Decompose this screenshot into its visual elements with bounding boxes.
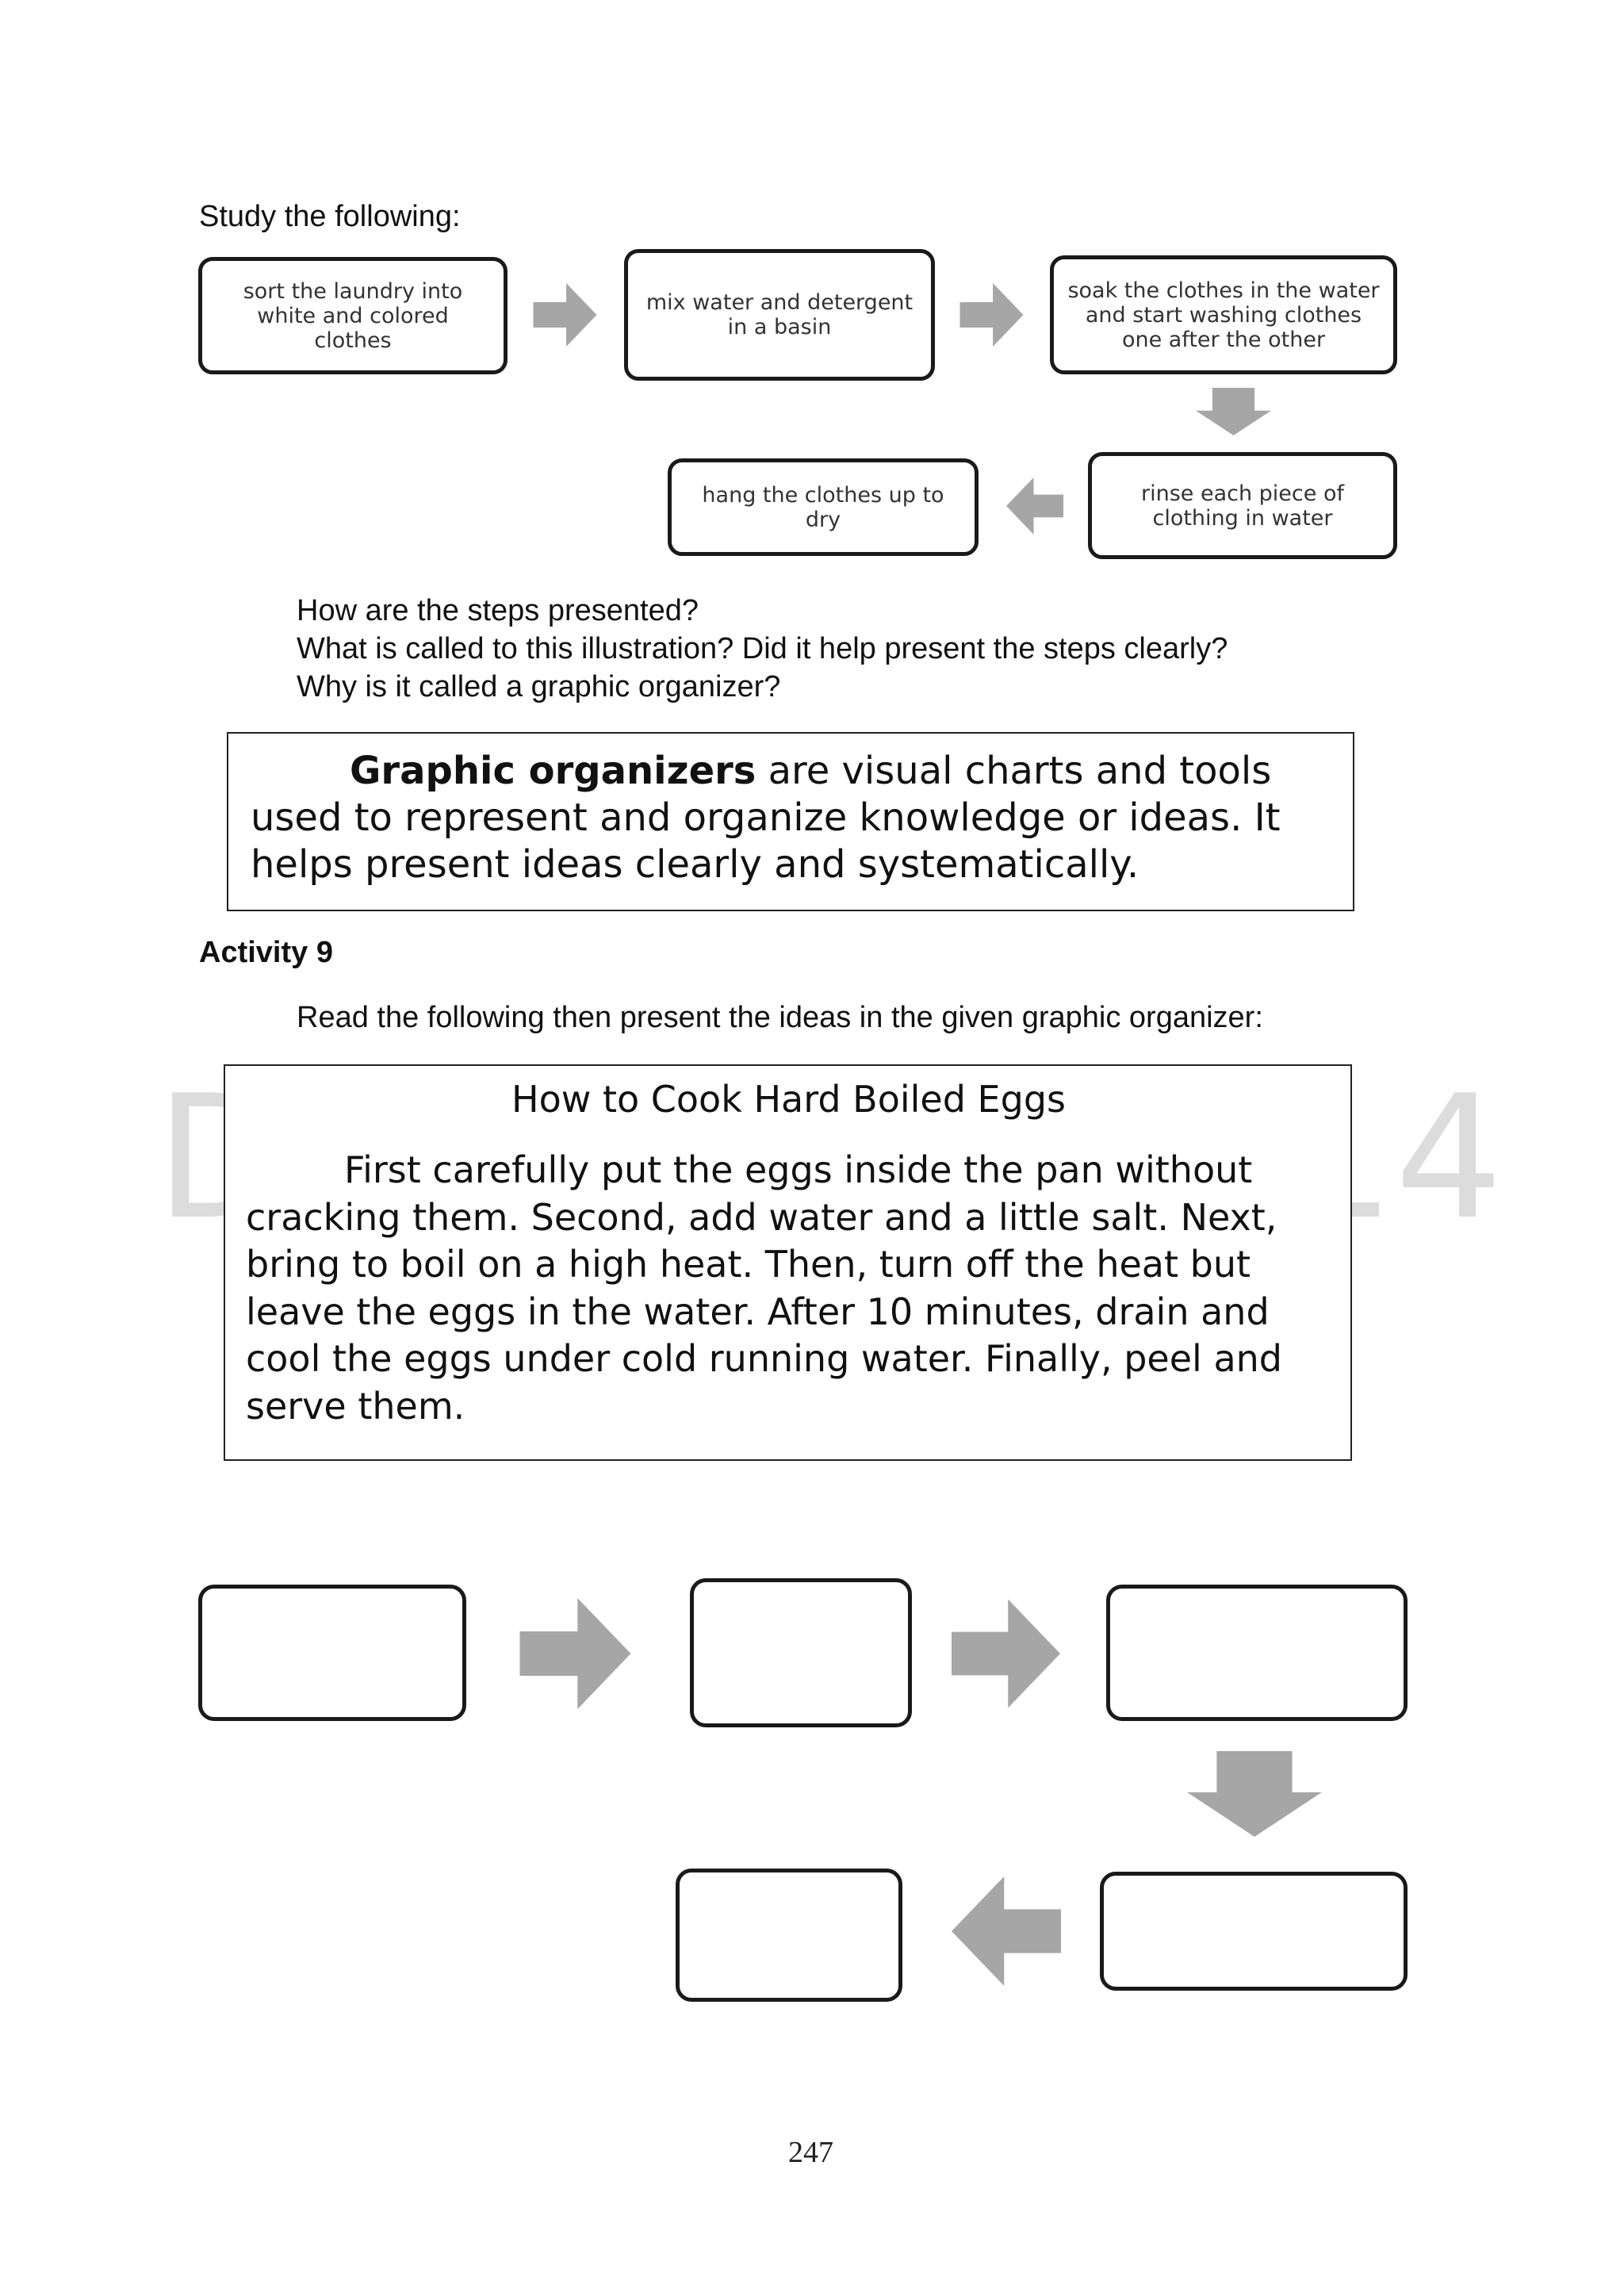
question-3: Why is it called a graphic organizer? xyxy=(297,670,781,703)
organizer-box-1[interactable] xyxy=(198,1585,466,1721)
example-step-4: rinse each piece of clothing in water xyxy=(1088,452,1397,559)
reading-box: How to Cook Hard Boiled Eggs First caref… xyxy=(224,1064,1352,1461)
example-step-2: mix water and detergent in a basin xyxy=(624,249,935,381)
arrow-left-icon xyxy=(952,1876,1061,1987)
activity-title: Activity 9 xyxy=(199,936,333,969)
questions: How are the steps presented? What is cal… xyxy=(297,592,1228,706)
definition-term: Graphic organizers xyxy=(350,749,756,793)
arrow-right-icon xyxy=(531,283,599,347)
arrow-down-icon xyxy=(1196,388,1271,435)
reading-title: How to Cook Hard Boiled Eggs xyxy=(511,1078,1066,1121)
arrow-right-icon xyxy=(958,283,1025,347)
question-1: How are the steps presented? xyxy=(297,594,699,627)
definition-box: Graphic organizers are visual charts and… xyxy=(227,732,1354,911)
organizer-box-2[interactable] xyxy=(690,1578,912,1727)
activity-instruction: Read the following then present the idea… xyxy=(297,1001,1263,1034)
organizer-box-4[interactable] xyxy=(1100,1872,1408,1991)
intro-label: Study the following: xyxy=(199,200,461,233)
example-step-3: soak the clothes in the water and start … xyxy=(1050,255,1397,374)
definition-text: are visual charts and tools used to repr… xyxy=(251,749,1281,887)
question-2: What is called to this illustration? Did… xyxy=(297,632,1228,665)
arrow-down-icon xyxy=(1187,1751,1322,1837)
organizer-box-3[interactable] xyxy=(1106,1585,1408,1721)
arrow-right-icon xyxy=(952,1598,1060,1709)
example-step-5: hang the clothes up to dry xyxy=(668,458,979,556)
arrow-left-icon xyxy=(1003,477,1067,535)
reading-body: First carefully put the eggs inside the … xyxy=(246,1148,1282,1428)
arrow-right-icon xyxy=(514,1598,637,1709)
example-step-1: sort the laundry into white and colored … xyxy=(198,257,508,374)
organizer-box-5[interactable] xyxy=(676,1869,902,2002)
page-number: 247 xyxy=(788,2136,833,2169)
